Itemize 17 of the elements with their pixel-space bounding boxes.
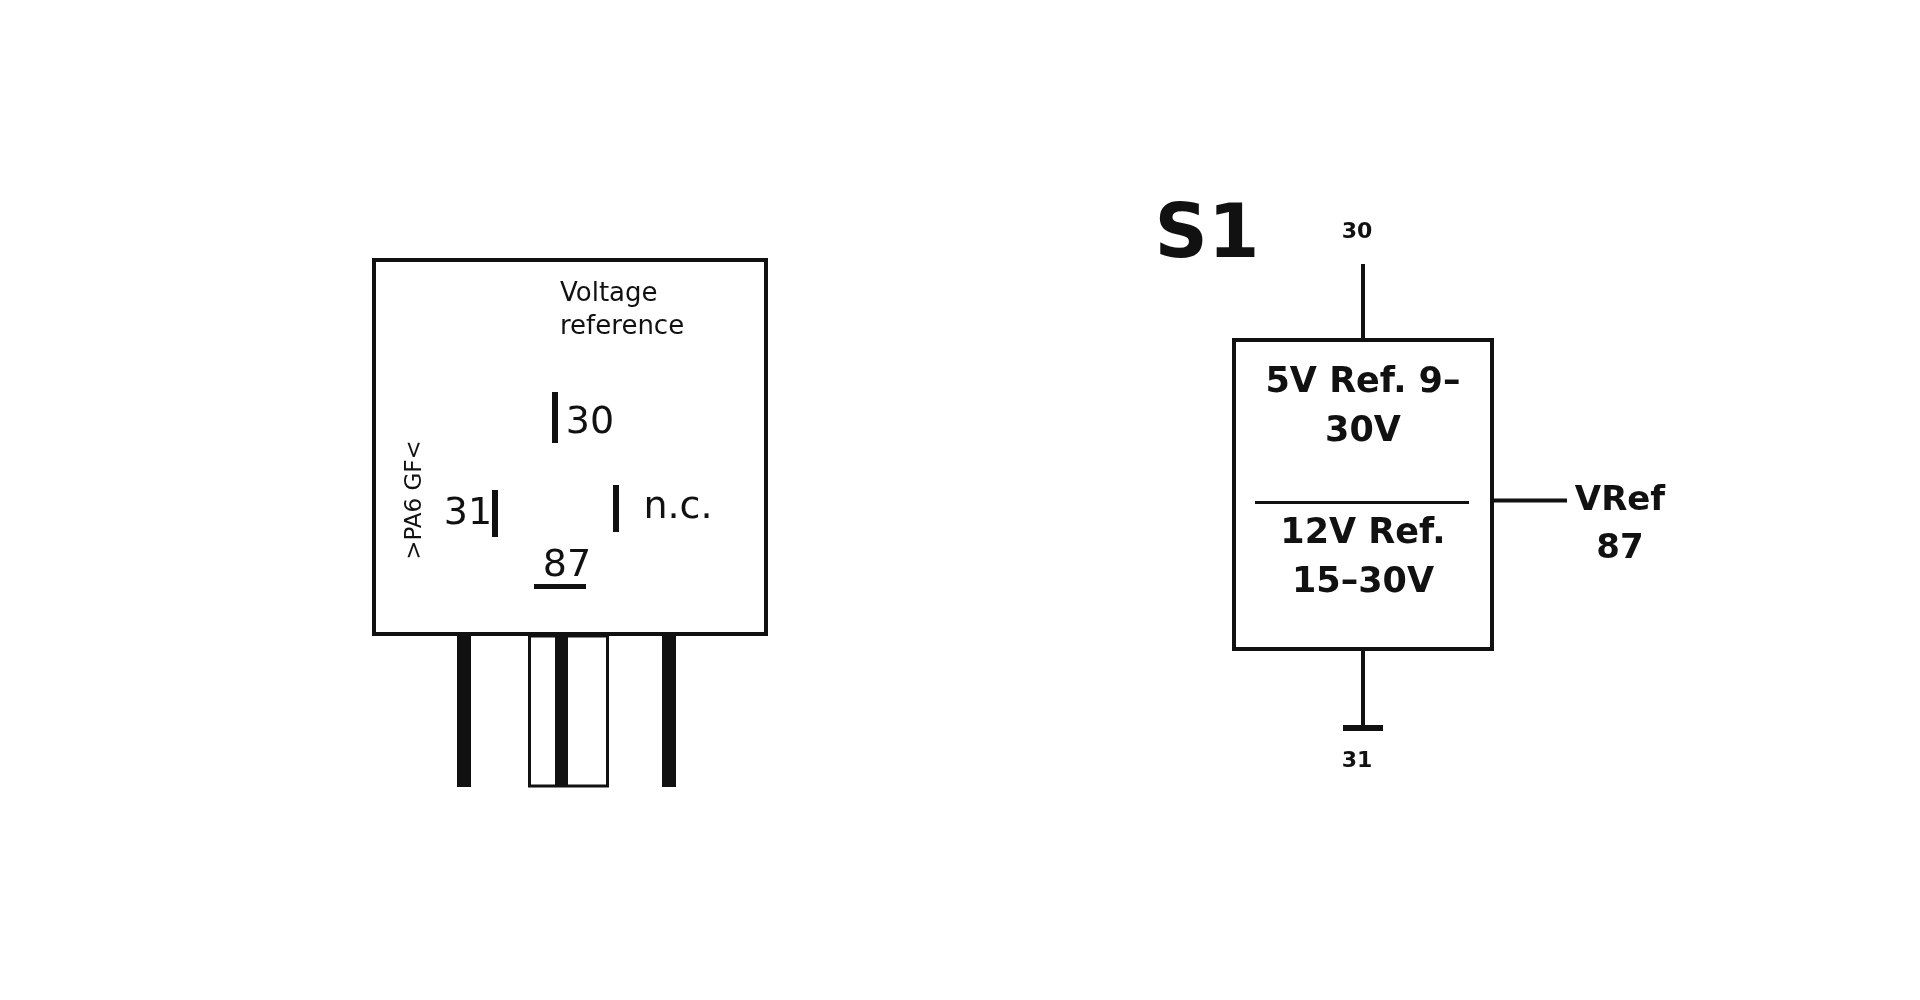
block-text: 5V Ref. 9–30V: [1264, 359, 1462, 451]
terminal-label: 31: [1330, 745, 1384, 777]
pin-number: 31: [443, 490, 493, 534]
connection-line: [1340, 651, 1386, 731]
component-body: [372, 258, 768, 636]
pin-number: 30: [565, 399, 615, 443]
pin-number: 87: [542, 542, 592, 586]
pin-number: n.c.: [643, 484, 713, 528]
material-marking: >PA6 GF<: [399, 440, 427, 560]
component-designator: S1: [1154, 189, 1260, 275]
block-text: 12V Ref. 15–30V: [1279, 510, 1447, 602]
terminal-label: 30: [1330, 216, 1384, 250]
connection-line: [1361, 264, 1365, 338]
circuit-block: [1232, 338, 1494, 651]
connection-line: [1494, 498, 1567, 503]
component-title: Voltage reference: [560, 276, 685, 342]
terminal-label: VRef 87: [1572, 475, 1668, 575]
